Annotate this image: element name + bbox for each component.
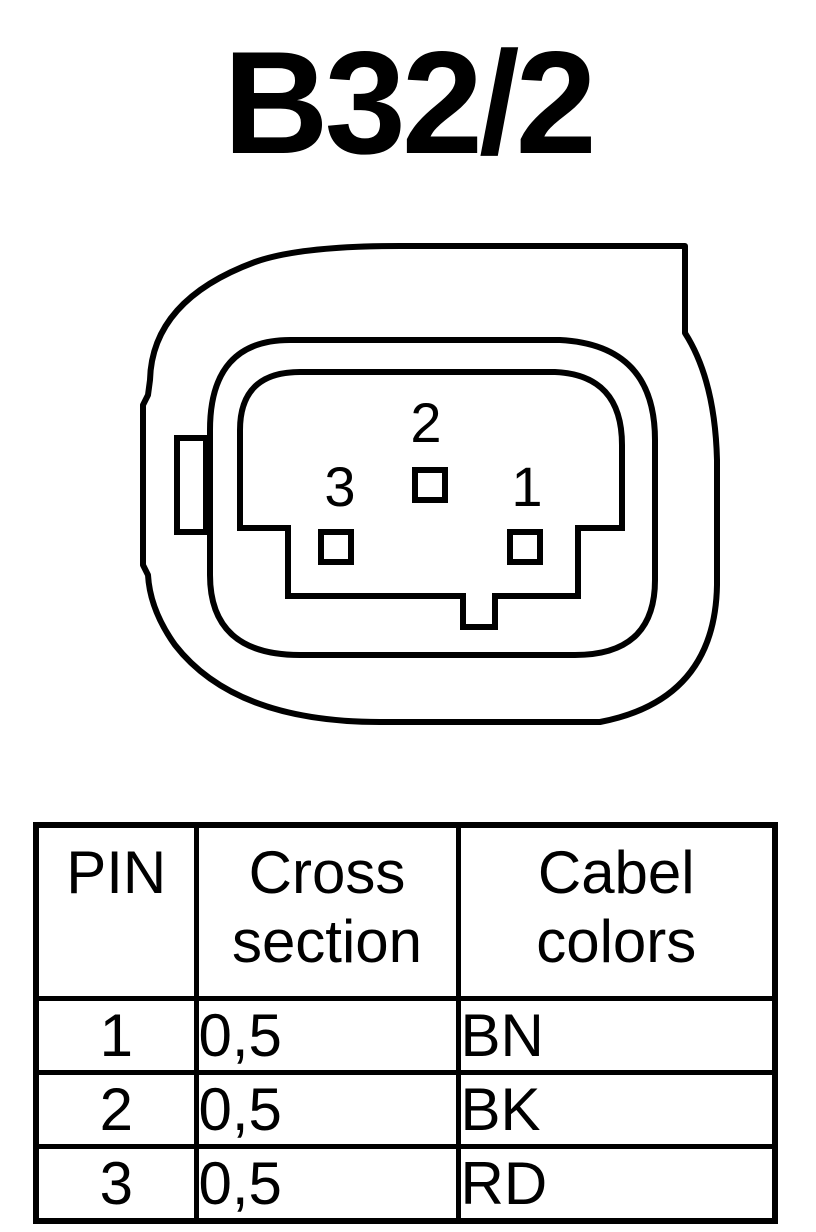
pin-2-contact	[412, 467, 448, 503]
cable-color-cell: RD	[455, 1144, 778, 1224]
table-row: 2 0,5 BK	[33, 1070, 778, 1149]
header-cross-section: Cross section	[193, 822, 461, 1001]
pin-number-cell: 1	[33, 996, 199, 1075]
pin-table: PIN Cross section Cabel colors 1 0,5 BN …	[33, 822, 778, 1224]
header-pin: PIN	[33, 822, 199, 1001]
connector-diagram: 2 3 1	[140, 243, 720, 725]
cable-color-cell: BK	[455, 1070, 778, 1149]
pin-1-contact	[507, 529, 543, 565]
cable-color-cell: BN	[455, 996, 778, 1075]
table-row: 3 0,5 RD	[33, 1144, 778, 1224]
header-cable-colors: Cabel colors	[455, 822, 778, 1001]
pin-label-2: 2	[410, 391, 441, 454]
pin-label-1: 1	[511, 455, 542, 518]
connector-title: B32/2	[223, 21, 597, 184]
inner-cavity-ring	[207, 337, 658, 658]
latch-tab	[174, 435, 209, 535]
cross-section-cell: 0,5	[193, 1070, 461, 1149]
table-row: 1 0,5 BN	[33, 996, 778, 1075]
pin-label-3: 3	[324, 455, 355, 518]
connector-housing-outline	[140, 243, 720, 725]
pin-number-cell: 2	[33, 1070, 199, 1149]
pin-insert-outline	[237, 369, 625, 630]
pin-3-contact	[318, 529, 354, 565]
cross-section-cell: 0,5	[193, 996, 461, 1075]
pin-table-header-row: PIN Cross section Cabel colors	[33, 822, 778, 1001]
pin-number-cell: 3	[33, 1144, 199, 1224]
cross-section-cell: 0,5	[193, 1144, 461, 1224]
